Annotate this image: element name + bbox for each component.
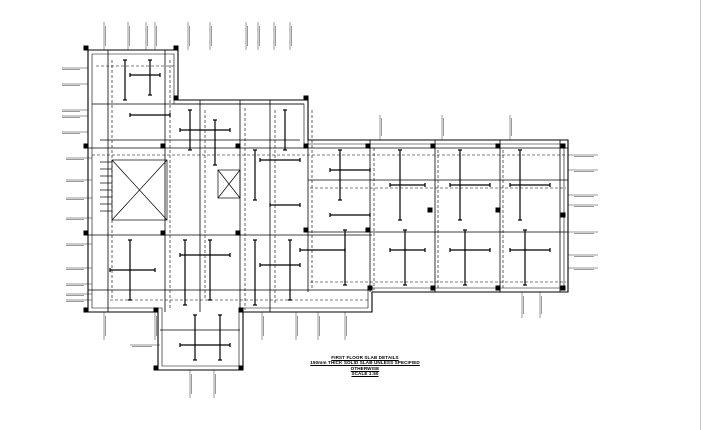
slab-detail-drawing xyxy=(62,22,598,398)
column xyxy=(238,365,244,371)
column xyxy=(160,230,166,236)
stair-opening xyxy=(100,159,241,221)
column xyxy=(560,212,566,218)
stair-cross xyxy=(111,159,168,221)
column xyxy=(160,143,166,149)
column xyxy=(235,230,241,236)
hidden-beam-lines xyxy=(92,60,566,310)
column xyxy=(365,143,371,149)
column xyxy=(367,285,373,291)
column xyxy=(83,230,89,236)
column xyxy=(173,45,179,51)
drawing-scale: SCALE 1:50 xyxy=(351,371,379,377)
columns xyxy=(83,45,566,371)
column xyxy=(427,207,433,213)
drawing-subtitle: 150mm THICK SOLID SLAB UNLESS SPECIFIED xyxy=(310,360,420,366)
viewport-edge xyxy=(700,0,701,430)
outline-outer xyxy=(87,49,569,371)
outline-inner xyxy=(91,53,565,367)
beam-lines xyxy=(88,50,568,331)
column xyxy=(430,285,436,291)
column xyxy=(173,95,179,101)
column xyxy=(83,307,89,313)
drawing-title: FIRST FLOOR SLAB DETAILS xyxy=(331,355,399,360)
stair-cross xyxy=(217,169,241,199)
column xyxy=(495,143,501,149)
column xyxy=(235,143,241,149)
column xyxy=(430,143,436,149)
column xyxy=(560,143,566,149)
column xyxy=(153,365,159,371)
column xyxy=(83,143,89,149)
viewport-margin xyxy=(701,0,719,430)
stair-box xyxy=(217,169,241,199)
drawing-subtitle-cont: OTHERWISE xyxy=(350,365,380,371)
column xyxy=(303,95,309,101)
bar-callouts xyxy=(62,22,598,398)
column xyxy=(365,227,371,233)
drawing-canvas[interactable] xyxy=(0,0,700,430)
column xyxy=(238,307,244,313)
column xyxy=(560,285,566,291)
reinforcement-bars xyxy=(109,59,551,361)
column xyxy=(83,45,89,51)
column xyxy=(495,207,501,213)
column xyxy=(303,143,309,149)
column xyxy=(303,227,309,233)
column xyxy=(495,285,501,291)
drawing-title-block: FIRST FLOOR SLAB DETAILS 150mm THICK SOL… xyxy=(300,355,430,377)
column xyxy=(153,307,159,313)
